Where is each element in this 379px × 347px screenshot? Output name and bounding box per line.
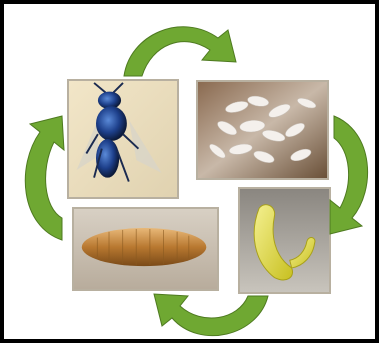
larva-photo <box>238 187 331 294</box>
arrow-eggs-to-larva <box>330 116 368 234</box>
pupa-photo <box>72 207 219 291</box>
arrow-larva-to-pupa <box>154 294 268 336</box>
arrow-adult-to-eggs <box>124 27 236 76</box>
eggs-photo <box>196 80 329 180</box>
arrow-pupa-to-adult <box>25 116 64 240</box>
adult-wasp-photo <box>67 79 179 199</box>
